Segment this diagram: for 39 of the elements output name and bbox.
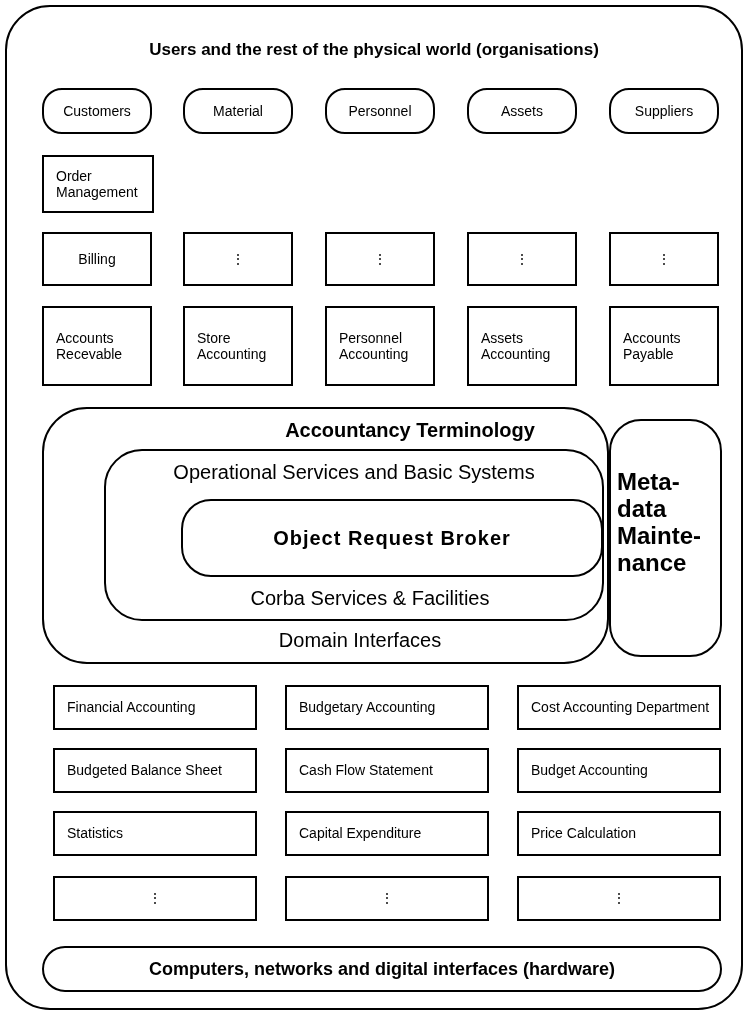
entity-rounded-box: Material: [183, 88, 293, 134]
process-box: ⋮: [285, 876, 489, 921]
process-box: Financial Accounting: [53, 685, 257, 730]
process-box: ⋮: [183, 232, 293, 286]
process-box: Budget Accounting: [517, 748, 721, 793]
process-box: Billing: [42, 232, 152, 286]
process-box: Cash Flow Statement: [285, 748, 489, 793]
process-box: ⋮: [53, 876, 257, 921]
panel-heading: Users and the rest of the physical world (organisations): [148, 40, 600, 61]
panel-footer-text: Domain Interfaces: [277, 628, 443, 652]
process-box: Cost Accounting Department: [517, 685, 721, 730]
panel-heading: Operational Services and Basic Systems: [172, 460, 536, 484]
process-box: Capital Expenditure: [285, 811, 489, 856]
process-box: Accounts Recevable: [42, 306, 152, 386]
process-box: ⋮: [517, 876, 721, 921]
process-box: Price Calculation: [517, 811, 721, 856]
process-box: ⋮: [325, 232, 435, 286]
process-box: ⋮: [467, 232, 577, 286]
process-box: ⋮: [609, 232, 719, 286]
process-box: Accounts Payable: [609, 306, 719, 386]
services-panel: [104, 449, 604, 621]
panel-footer-text: Corba Services & Facilities: [249, 586, 491, 610]
process-box: Budgetary Accounting: [285, 685, 489, 730]
process-box: Personnel Accounting: [325, 306, 435, 386]
process-box: Order Management: [42, 155, 154, 213]
process-box: Store Accounting: [183, 306, 293, 386]
maintenance-box: Meta- data Mainte- nance: [609, 419, 722, 657]
entity-rounded-box: Personnel: [325, 88, 435, 134]
entity-rounded-box: Assets: [467, 88, 577, 134]
entity-rounded-box: Suppliers: [609, 88, 719, 134]
process-box: Budgeted Balance Sheet: [53, 748, 257, 793]
panel-heading: Accountancy Terminology: [284, 418, 536, 442]
entity-rounded-box: Customers: [42, 88, 152, 134]
process-box: Assets Accounting: [467, 306, 577, 386]
terminology-panel: [42, 407, 609, 664]
hardware-pill: Computers, networks and digital interfaces (hardware): [42, 946, 722, 992]
organisation-frame: [5, 5, 743, 1010]
broker-box: Object Request Broker: [181, 499, 603, 577]
process-box: Statistics: [53, 811, 257, 856]
